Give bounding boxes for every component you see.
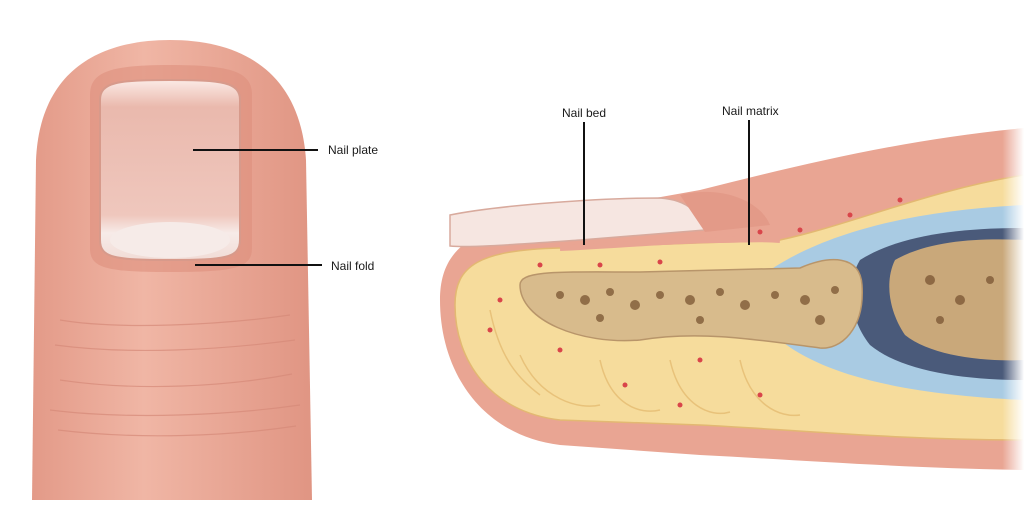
nail-matrix-label: Nail matrix (722, 104, 779, 118)
nail-bed-label: Nail bed (562, 106, 607, 120)
finger-cross-section (440, 120, 1024, 480)
finger-dorsal-view (20, 40, 320, 522)
nail-plate-label: Nail plate (328, 143, 379, 157)
nail-fold-label: Nail fold (331, 259, 375, 273)
nail-plate-shape (99, 78, 241, 262)
